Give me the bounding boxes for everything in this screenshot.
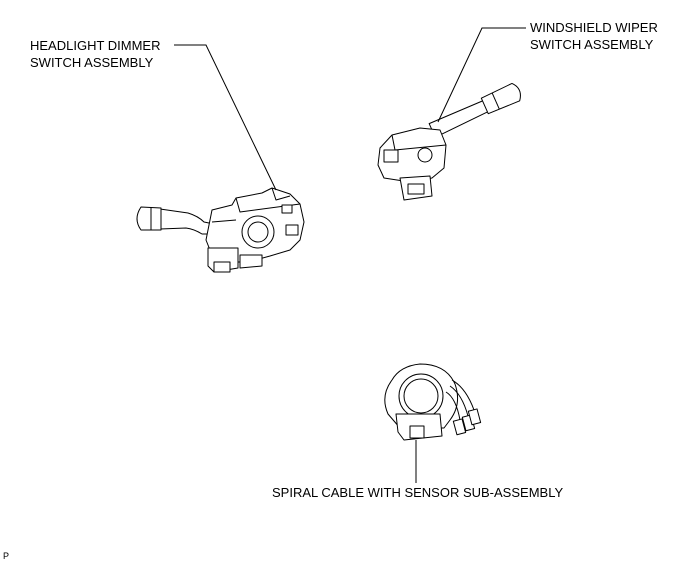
headlight-dimmer-switch-drawing [136, 187, 305, 273]
wiper-housing-clip [383, 149, 399, 163]
headlight-lever-knob [136, 206, 162, 231]
headlight-housing-tab [271, 187, 291, 201]
wiper-label-line2: SWITCH ASSEMBLY [530, 37, 654, 52]
wiper-housing-boss [417, 147, 433, 163]
spiral-cable-drawing [384, 363, 482, 441]
wiper-knob-ring [491, 92, 500, 110]
leader-line-wiper [437, 27, 526, 123]
spiral-cable-plug-1 [452, 418, 467, 436]
headlight-housing-boss-inner [247, 221, 269, 243]
windshield-wiper-switch-drawing [377, 82, 521, 201]
headlight-housing-clip-upper [281, 204, 293, 214]
spiral-cable-plug-3 [467, 408, 482, 426]
headlight-lever-shaft [159, 208, 215, 235]
spiral-cable-connector-latch [409, 425, 425, 439]
figure-code: P [3, 551, 9, 561]
headlight-label-line1: HEADLIGHT DIMMER [30, 38, 161, 53]
headlight-housing-clip-lower [285, 224, 299, 236]
headlight-connector-latch [213, 261, 231, 273]
spiral-cable-wire-2 [449, 385, 469, 417]
headlight-label-line2: SWITCH ASSEMBLY [30, 55, 154, 70]
spiral-cable-ring-inner [403, 378, 439, 414]
leader-line-headlight [174, 44, 277, 191]
wiper-connector-latch [407, 183, 425, 195]
wiper-lever-knob [480, 82, 521, 115]
wiper-lever [428, 82, 521, 138]
wiper-switch-housing [377, 127, 447, 183]
spiral-cable-wire-1 [445, 391, 461, 421]
wiper-label-line1: WINDSHIELD WIPER [530, 20, 658, 35]
headlight-connector-right [239, 254, 263, 269]
headlight-housing-edge [235, 197, 301, 213]
spiral-cable-label: SPIRAL CABLE WITH SENSOR SUB-ASSEMBLY [272, 485, 563, 500]
headlight-housing-rib [211, 219, 237, 223]
spiral-cable-wire-3 [451, 379, 475, 411]
